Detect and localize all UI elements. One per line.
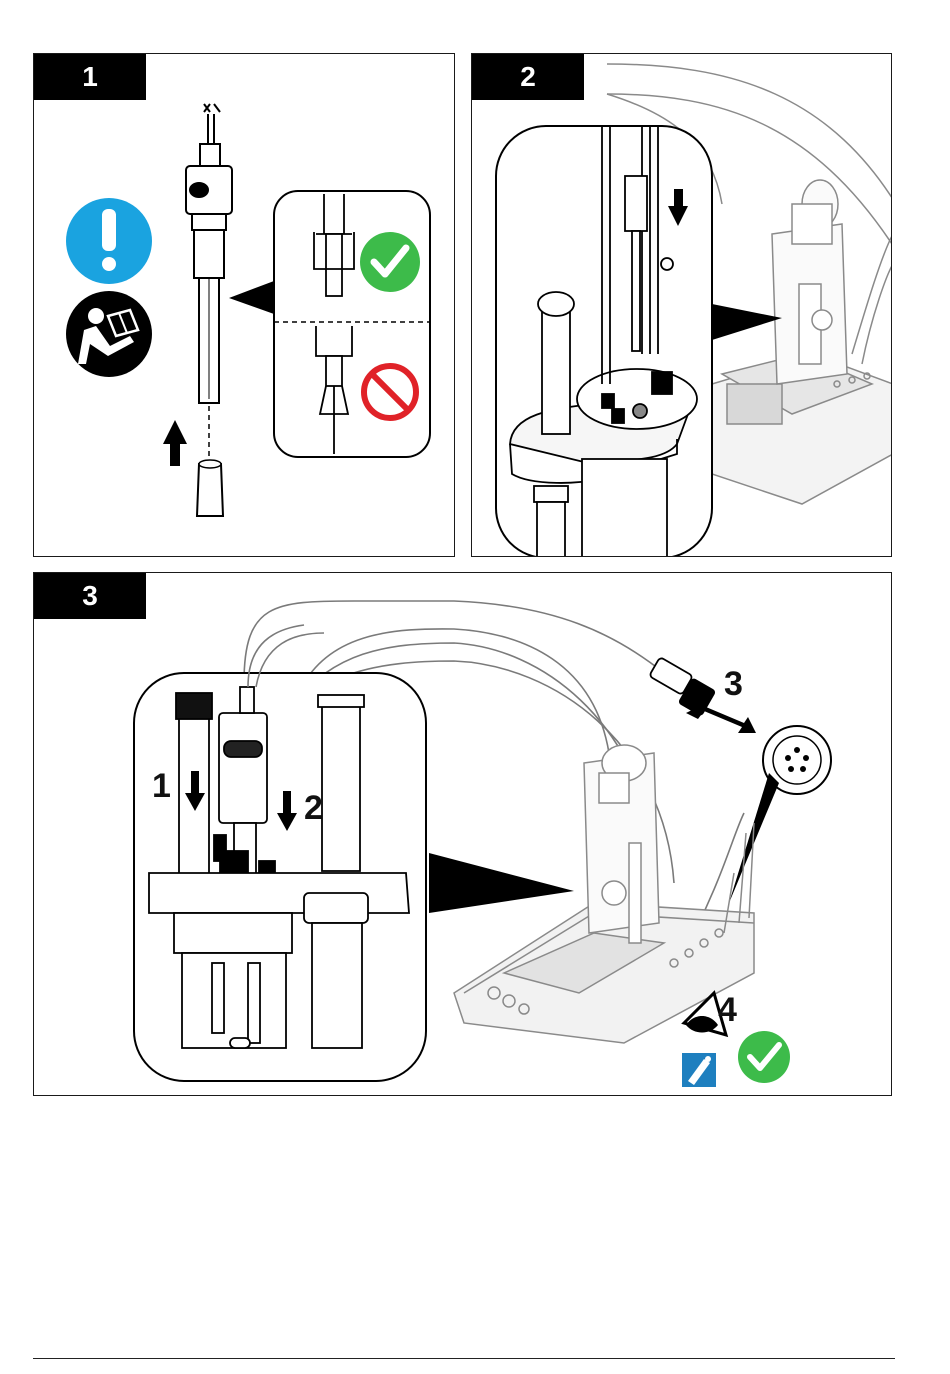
panel-step-2: 2 — [471, 53, 892, 557]
arrow-up-icon — [163, 420, 187, 466]
zoom-pointer — [712, 304, 782, 340]
step-2-illustration — [472, 54, 892, 557]
checkmark-icon — [738, 1031, 790, 1083]
callout-4: 4 — [718, 993, 737, 1027]
connector-socket — [729, 726, 831, 903]
panel-step-1: 1 — [33, 53, 455, 557]
panel-step-3: 3 — [33, 572, 892, 1096]
zoom-pointer — [429, 853, 574, 913]
zoom-pointer — [229, 281, 274, 314]
step-1-illustration — [34, 54, 455, 557]
callout-3: 3 — [724, 667, 743, 701]
electrode — [186, 104, 232, 403]
detail-bubble — [274, 191, 430, 457]
detail-bubble — [134, 625, 426, 1081]
exclamation-icon — [66, 198, 152, 284]
footer-rule — [33, 1358, 895, 1359]
protective-cap — [197, 464, 223, 516]
electrode-icon — [682, 1053, 716, 1087]
detail-bubble — [496, 126, 712, 557]
callout-1: 1 — [152, 769, 171, 803]
callout-2: 2 — [304, 791, 323, 825]
read-manual-icon — [66, 291, 152, 377]
step-3-illustration — [34, 573, 892, 1096]
checkmark-icon — [360, 232, 420, 292]
